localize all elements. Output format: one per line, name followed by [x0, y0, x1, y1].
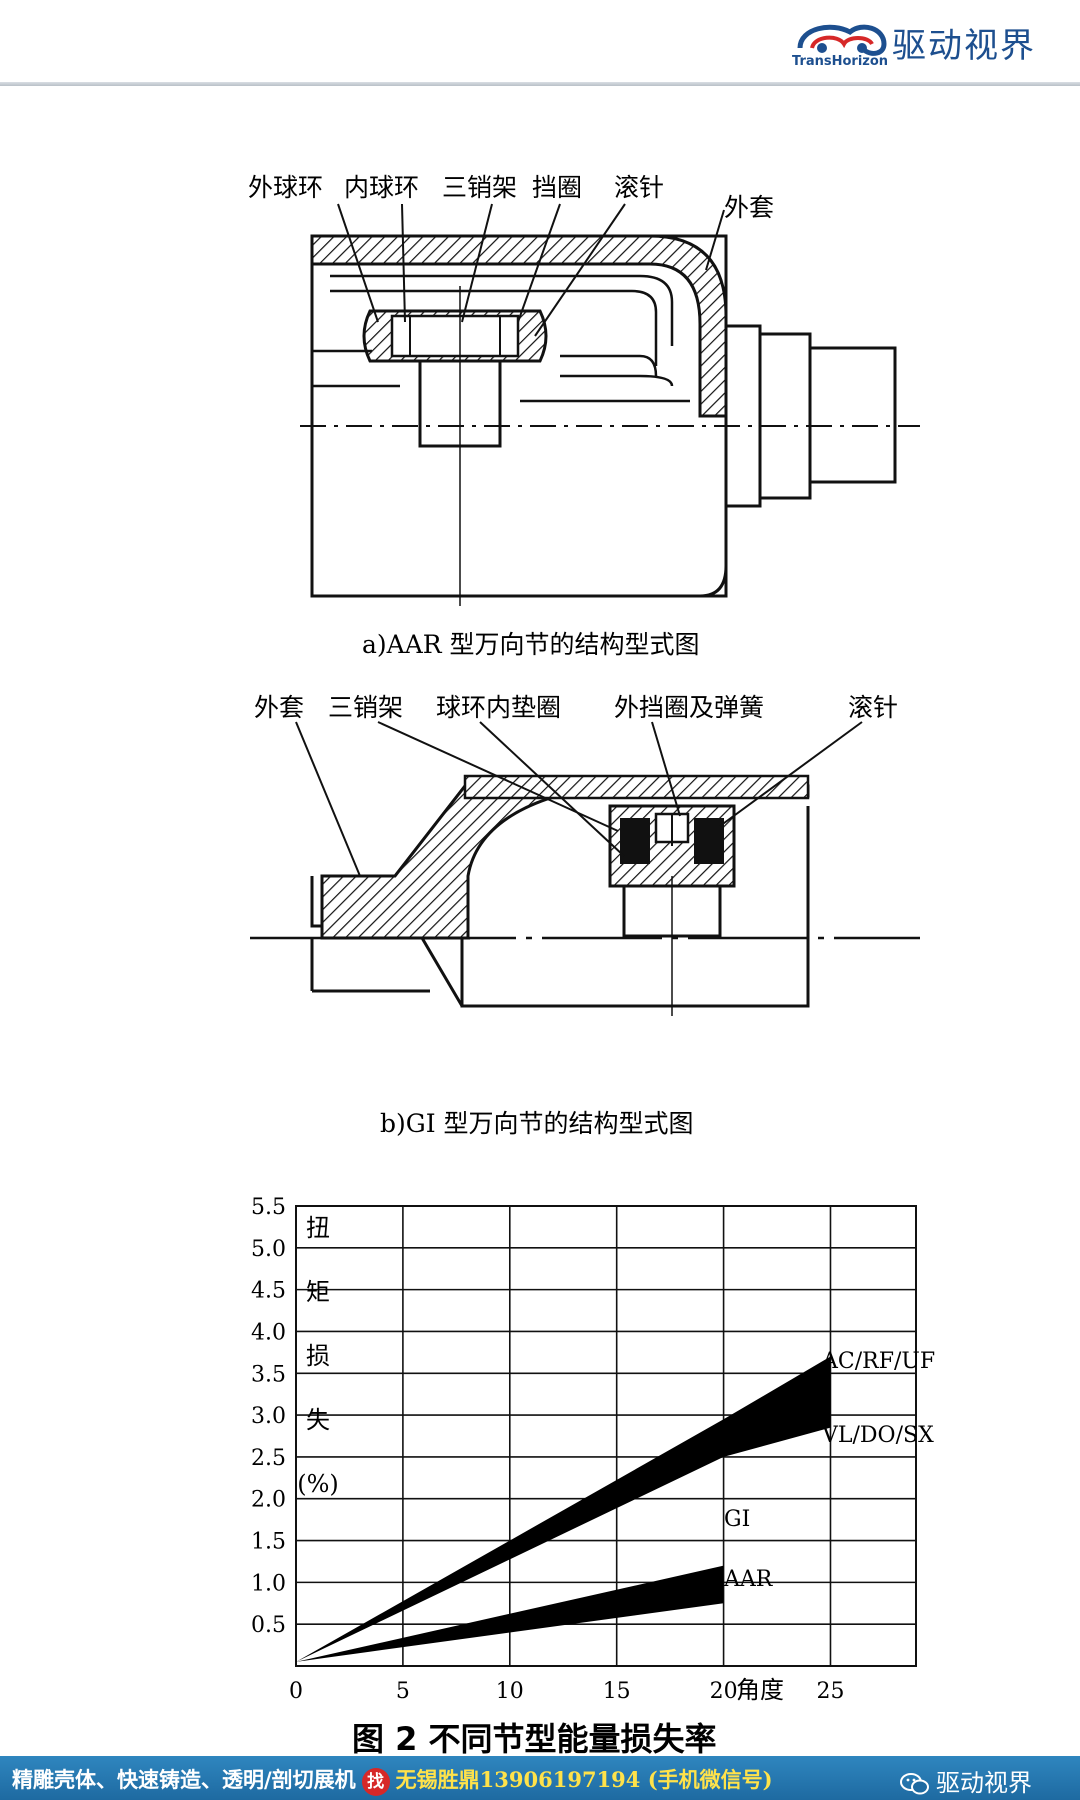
y-ticks: 0.5 1.0 1.5 2.0 2.5 3.0 3.5 4.0 4.5 5.0 5.5 [251, 1195, 286, 1638]
x-tick-1: 5 [396, 1679, 410, 1704]
brand-cn: 驱动视界 [892, 26, 1036, 66]
contact-text: 无锡胜鼎13906197194 (手机微信号) [395, 1767, 773, 1792]
wechat-account[interactable]: 驱动视界 [900, 1763, 1032, 1798]
header-divider [0, 82, 1080, 86]
label-gi-retainer-spring: 外挡圈及弹簧 [614, 693, 764, 722]
y-label-char-1: 矩 [306, 1278, 330, 1306]
label-gi-needle: 滚针 [848, 693, 898, 722]
chart-title: 图 2 不同节型能量损失率 [352, 1720, 717, 1756]
torque-loss-chart: 0.5 1.0 1.5 2.0 2.5 3.0 3.5 4.0 4.5 5.0 5.5 0 5 10 15… [251, 1195, 935, 1756]
wechat-icon [900, 1773, 929, 1795]
caption-gi: b)GI 型万向节的结构型式图 [380, 1109, 694, 1138]
x-tick-3: 15 [603, 1679, 631, 1704]
y-tick-9: 5.0 [251, 1237, 286, 1262]
diagram-gi: 外套 三销架 球环内垫圈 外挡圈及弹簧 滚针 b)GI 型万向节的结构型式图 [250, 693, 920, 1138]
figure-canvas: 外球环 内球环 三销架 挡圈 滚针 外套 a)AAR 型万向节的结构型式图 [248, 173, 935, 1756]
label-gi-ring-washer: 球环内垫圈 [436, 693, 561, 722]
y-tick-0: 0.5 [251, 1613, 286, 1638]
x-tick-4: 20 [710, 1679, 738, 1704]
y-label-char-3: 失 [306, 1406, 330, 1434]
y-tick-8: 4.5 [251, 1279, 286, 1304]
diagram-aar: 外球环 内球环 三销架 挡圈 滚针 外套 a)AAR 型万向节的结构型式图 [248, 173, 920, 659]
label-outer-ring: 外球环 [248, 173, 323, 202]
band-gi [296, 1565, 724, 1662]
y-tick-1: 1.0 [251, 1571, 286, 1596]
x-tick-5: 25 [816, 1679, 844, 1704]
label-tripod: 三销架 [442, 173, 517, 202]
footer-ad: 精雕壳体、快速铸造、透明/剖切展机找无锡胜鼎13906197194 (手机微信号… [12, 1764, 773, 1796]
series-label-aar: AAR [723, 1567, 774, 1592]
label-inner-ring: 内球环 [344, 173, 419, 202]
find-badge: 找 [361, 1767, 390, 1796]
y-tick-10: 5.5 [251, 1195, 286, 1220]
ad-text: 精雕壳体、快速铸造、透明/剖切展机 [12, 1767, 356, 1792]
label-gi-tripod: 三销架 [328, 693, 403, 722]
caption-aar: a)AAR 型万向节的结构型式图 [362, 630, 700, 659]
y-tick-5: 3.0 [251, 1404, 286, 1429]
x-tick-0: 0 [289, 1679, 303, 1704]
y-tick-6: 3.5 [251, 1362, 286, 1387]
wechat-name: 驱动视界 [936, 1769, 1032, 1797]
footer-ad-bar[interactable]: 精雕壳体、快速铸造、透明/剖切展机找无锡胜鼎13906197194 (手机微信号… [0, 1756, 1080, 1800]
series-label-gi: GI [724, 1507, 750, 1532]
brand-en: TransHorizon [792, 54, 889, 69]
series-label-ac-rf-uf: AC/RF/UF [821, 1349, 935, 1374]
label-housing: 外套 [724, 193, 774, 222]
chart-bands [296, 1356, 831, 1662]
y-tick-2: 1.5 [251, 1530, 286, 1555]
transhorizon-logo-icon [797, 24, 887, 56]
x-axis-label: 角度 [736, 1676, 784, 1704]
y-tick-4: 2.5 [251, 1446, 286, 1471]
y-label-char-4: (%) [297, 1470, 339, 1498]
label-needle: 滚针 [614, 173, 664, 202]
y-tick-3: 2.0 [251, 1488, 286, 1513]
y-label-char-2: 损 [306, 1342, 330, 1370]
x-tick-2: 10 [496, 1679, 524, 1704]
series-label-vl-do-sx: VL/DO/SX [821, 1423, 934, 1448]
x-ticks: 0 5 10 15 20 25 [289, 1679, 844, 1704]
header-bar: TransHorizon 驱动视界 [0, 0, 1080, 86]
y-label-char-0: 扭 [306, 1214, 330, 1242]
y-tick-7: 4.0 [251, 1320, 286, 1345]
label-gi-housing: 外套 [254, 693, 304, 722]
label-retainer: 挡圈 [532, 173, 582, 202]
